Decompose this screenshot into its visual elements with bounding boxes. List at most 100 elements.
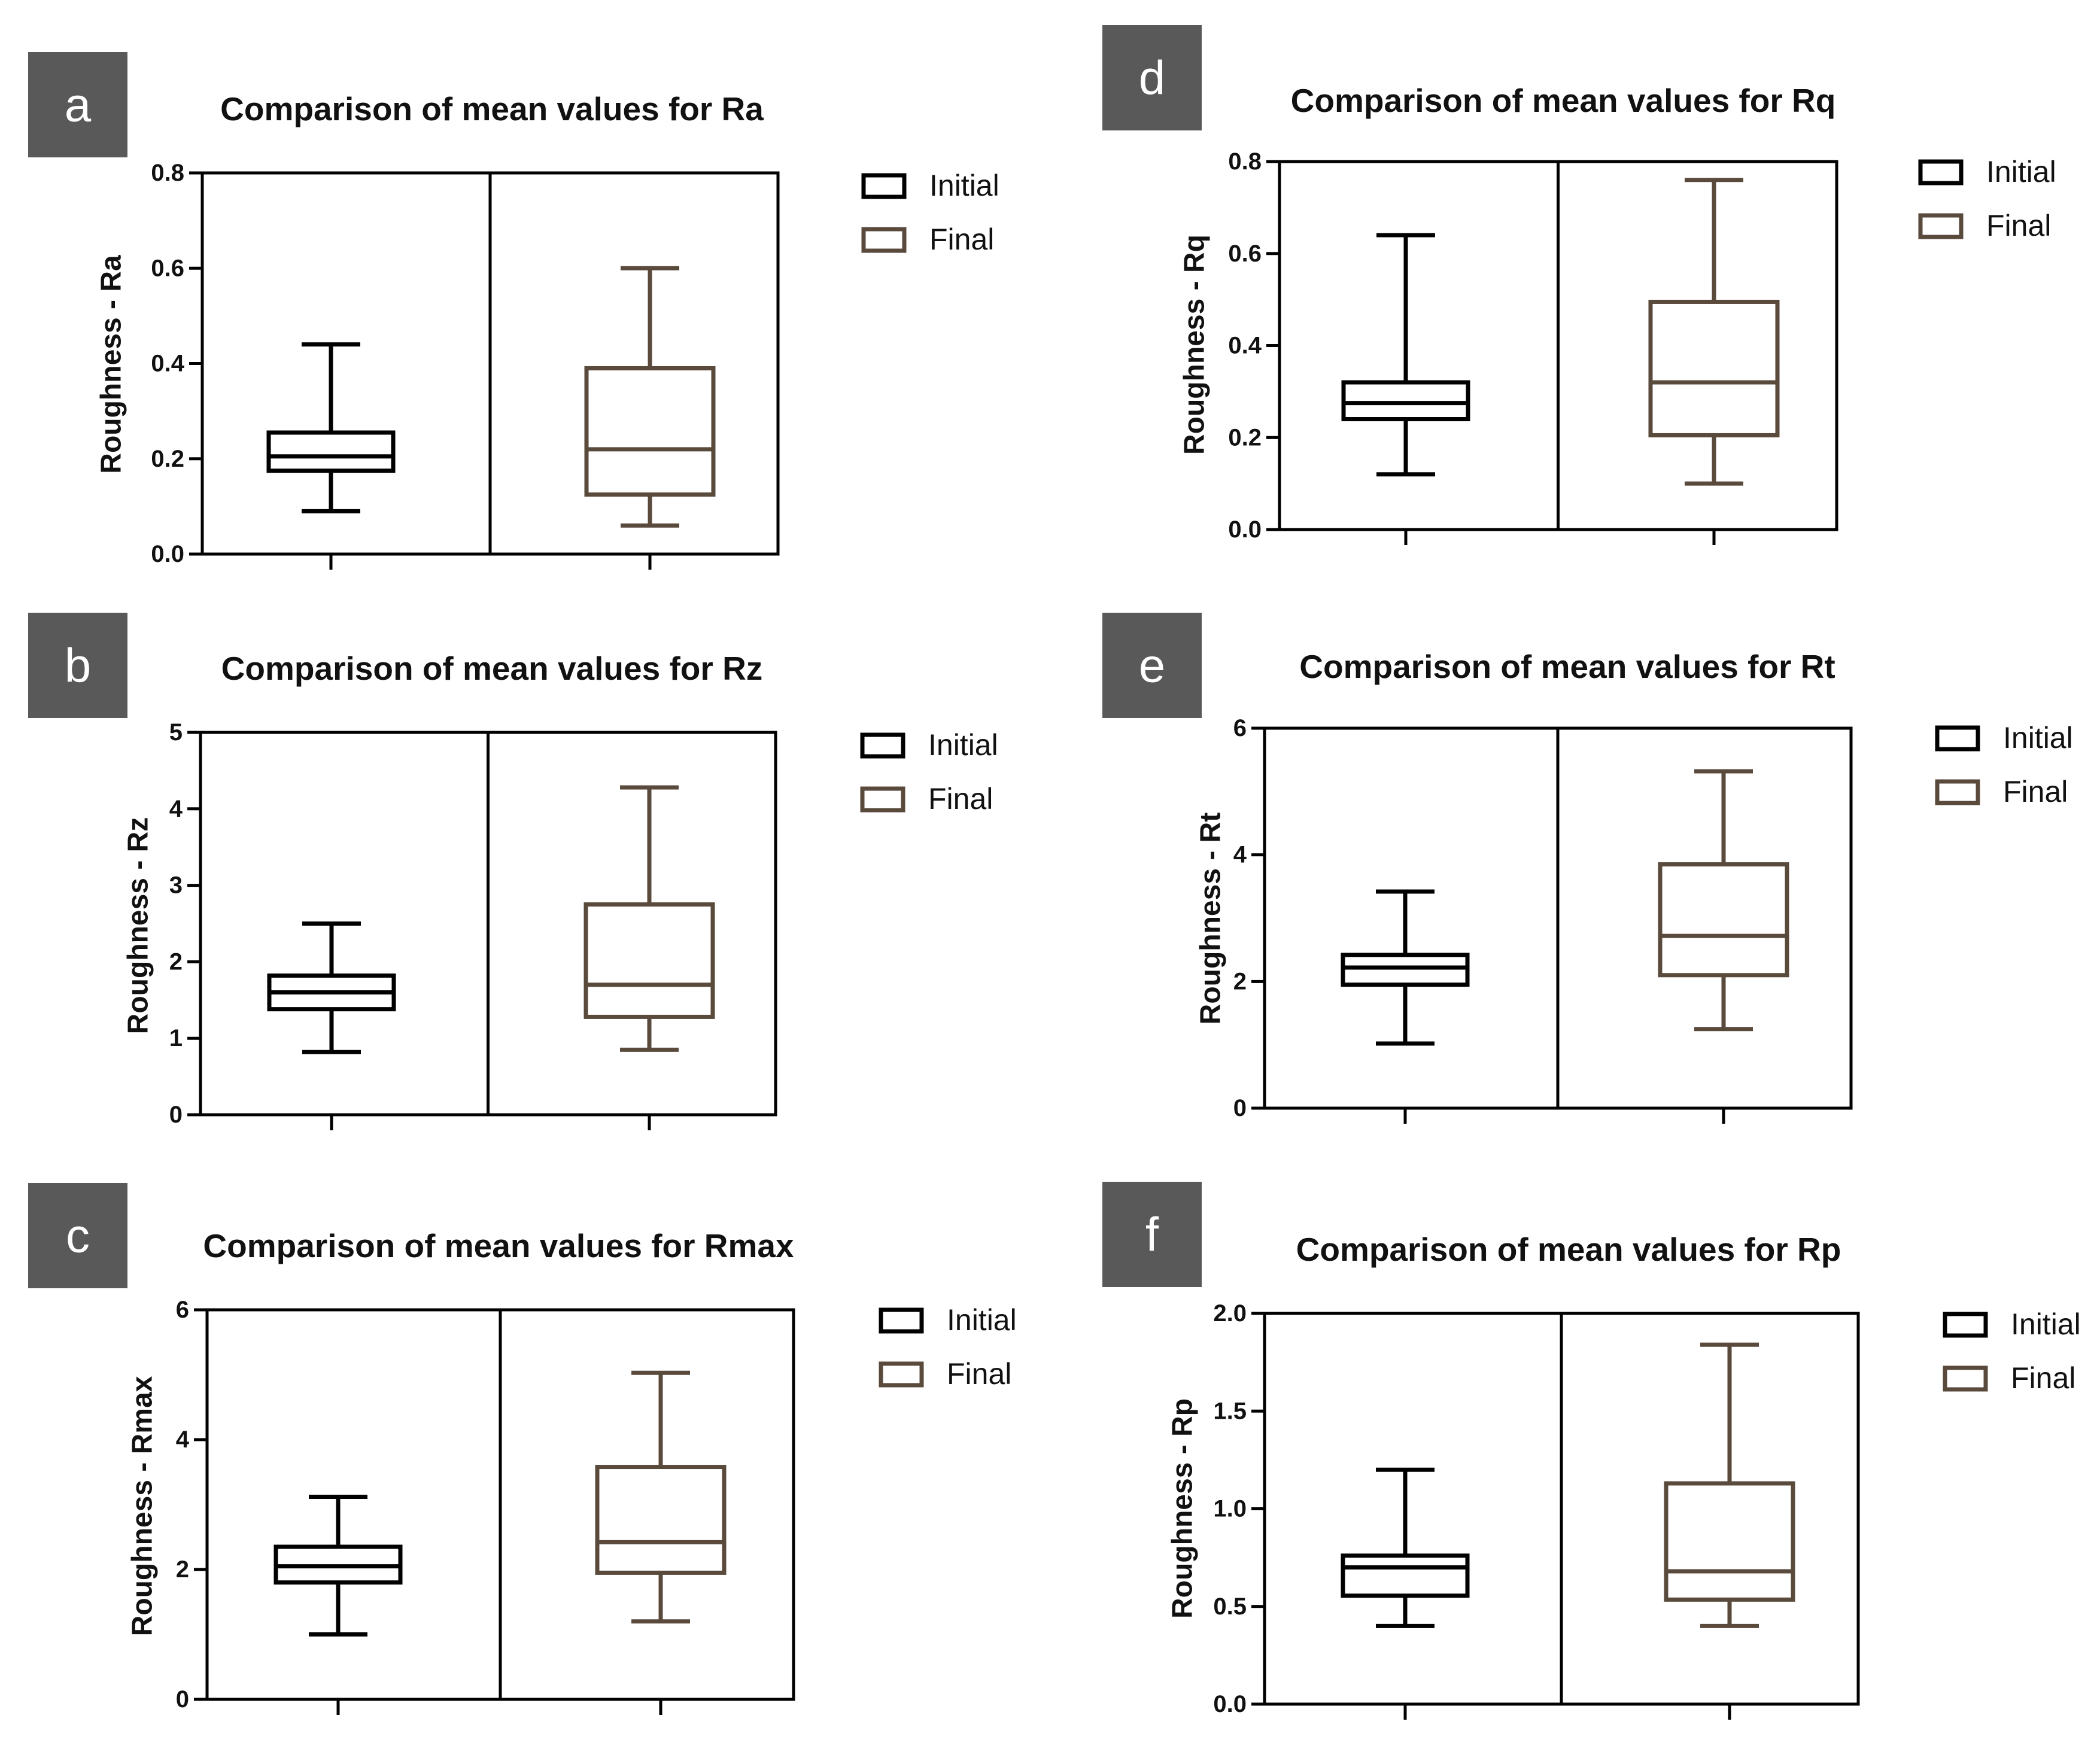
y-tick-label: 6 bbox=[176, 1297, 189, 1323]
legend-label-initial: Initial bbox=[929, 169, 999, 202]
chart-title: Comparison of mean values for Ra bbox=[220, 90, 764, 127]
box-iqr bbox=[584, 366, 716, 497]
y-tick-label: 2.0 bbox=[1213, 1300, 1247, 1327]
box-iqr bbox=[1341, 380, 1470, 421]
legend-label-initial: Initial bbox=[1986, 155, 2056, 188]
y-tick-label: 0.4 bbox=[151, 351, 184, 377]
legend-swatch-final bbox=[860, 786, 905, 813]
y-tick-label: 2 bbox=[169, 948, 183, 975]
legend-swatch-initial bbox=[1935, 725, 1980, 752]
panel-tag-box bbox=[28, 52, 127, 157]
y-tick-label: 0.5 bbox=[1213, 1593, 1247, 1620]
y-tick-label: 2 bbox=[1233, 968, 1247, 994]
y-tick-label: 0.8 bbox=[151, 160, 184, 186]
box-final bbox=[584, 266, 716, 570]
legend-swatch-initial bbox=[861, 173, 907, 199]
panel-tag-letter: b bbox=[65, 639, 92, 692]
y-axis-label: Roughness - Rz bbox=[123, 817, 154, 1035]
legend-label-final: Final bbox=[1986, 209, 2051, 242]
y-tick-label: 0.6 bbox=[151, 255, 184, 281]
chart-title: Comparison of mean values for Rt bbox=[1299, 648, 1835, 685]
legend-label-final: Final bbox=[2011, 1361, 2075, 1395]
legend-swatch-final bbox=[1943, 1365, 1988, 1392]
y-tick-label: 4 bbox=[176, 1426, 190, 1453]
y-tick-label: 0 bbox=[176, 1686, 189, 1713]
box-iqr bbox=[583, 902, 715, 1019]
legend-swatch-initial bbox=[1918, 159, 1964, 185]
y-tick-label: 0.8 bbox=[1228, 148, 1262, 175]
panel-tag-letter: a bbox=[65, 78, 92, 132]
panel-tag-box bbox=[1102, 25, 1202, 130]
chart-panel-e: e Comparison of mean values for Rt 0 2 4 6Rou… bbox=[1102, 613, 2073, 1124]
box-iqr bbox=[266, 430, 396, 473]
y-axis-label: Roughness - Ra bbox=[96, 255, 127, 474]
y-tick-label: 1.0 bbox=[1213, 1496, 1247, 1522]
box-initial bbox=[267, 921, 396, 1130]
legend-swatch-initial bbox=[860, 732, 905, 759]
box-initial bbox=[1341, 233, 1470, 545]
y-axis-label: Roughness - Rt bbox=[1195, 813, 1227, 1025]
legend-label-initial: Initial bbox=[2011, 1307, 2081, 1341]
box-iqr bbox=[1341, 1553, 1470, 1598]
y-tick-label: 0.6 bbox=[1228, 241, 1262, 267]
y-tick-label: 0.0 bbox=[1213, 1691, 1247, 1717]
legend-swatch-final bbox=[1935, 779, 1980, 805]
box-initial bbox=[1341, 889, 1470, 1124]
box-final bbox=[583, 785, 715, 1130]
legend-label-final: Final bbox=[929, 223, 994, 256]
y-tick-label: 1 bbox=[169, 1025, 183, 1051]
y-tick-label: 1.5 bbox=[1213, 1398, 1247, 1424]
chart-panel-a: a Comparison of mean values for Ra 0.0 0.2 0… bbox=[28, 52, 999, 570]
y-tick-label: 0.4 bbox=[1228, 333, 1262, 359]
legend-swatch-final bbox=[861, 227, 907, 253]
box-final bbox=[1648, 178, 1780, 545]
y-tick-label: 4 bbox=[1233, 842, 1247, 868]
panel-tag-box bbox=[1102, 613, 1202, 718]
legend-swatch-initial bbox=[1943, 1312, 1988, 1338]
y-tick-label: 0.2 bbox=[151, 446, 184, 472]
box-initial bbox=[266, 342, 396, 570]
panel-tag-box bbox=[28, 613, 127, 718]
legend-label-final: Final bbox=[947, 1357, 1011, 1391]
legend-label-initial: Initial bbox=[2003, 721, 2073, 755]
chart-title: Comparison of mean values for Rz bbox=[221, 650, 763, 687]
y-tick-label: 4 bbox=[169, 796, 183, 822]
panel-tag-box bbox=[28, 1183, 127, 1288]
box-iqr bbox=[1341, 953, 1470, 987]
panel-tag-box bbox=[1102, 1182, 1202, 1287]
y-tick-label: 0 bbox=[169, 1102, 183, 1128]
box-final bbox=[1664, 1342, 1795, 1720]
y-tick-label: 5 bbox=[169, 719, 183, 746]
box-final bbox=[1658, 769, 1789, 1124]
legend-label-initial: Initial bbox=[928, 728, 998, 762]
box-iqr bbox=[595, 1465, 727, 1575]
y-tick-label: 0.2 bbox=[1228, 424, 1262, 451]
y-axis-label: Roughness - Rmax bbox=[127, 1376, 159, 1636]
y-tick-label: 2 bbox=[176, 1556, 189, 1583]
box-iqr bbox=[1648, 299, 1780, 437]
panel-tag-letter: e bbox=[1139, 639, 1166, 692]
panel-tag-letter: f bbox=[1145, 1208, 1159, 1261]
y-tick-label: 0.0 bbox=[151, 541, 184, 567]
box-final bbox=[595, 1370, 727, 1715]
y-tick-label: 3 bbox=[169, 872, 183, 899]
chart-title: Comparison of mean values for Rp bbox=[1296, 1231, 1841, 1268]
box-initial bbox=[273, 1494, 403, 1715]
legend-label-final: Final bbox=[2003, 775, 2068, 808]
legend-swatch-final bbox=[879, 1361, 924, 1388]
y-axis-label: Roughness - Rq bbox=[1179, 235, 1211, 455]
panel-tag-letter: d bbox=[1139, 51, 1166, 105]
chart-title: Comparison of mean values for Rmax bbox=[203, 1227, 794, 1264]
y-tick-label: 6 bbox=[1233, 715, 1247, 741]
box-initial bbox=[1341, 1467, 1470, 1720]
y-tick-label: 0.0 bbox=[1228, 516, 1262, 543]
legend-label-final: Final bbox=[928, 782, 993, 816]
chart-panel-b: b Comparison of mean values for Rz 0 1 2 3 4 5R… bbox=[28, 613, 998, 1130]
legend-label-initial: Initial bbox=[947, 1303, 1017, 1337]
chart-title: Comparison of mean values for Rq bbox=[1291, 82, 1836, 119]
y-tick-label: 0 bbox=[1233, 1095, 1247, 1121]
chart-panel-f: f Comparison of mean values for Rp 0.0 0.5 1… bbox=[1102, 1182, 2081, 1720]
